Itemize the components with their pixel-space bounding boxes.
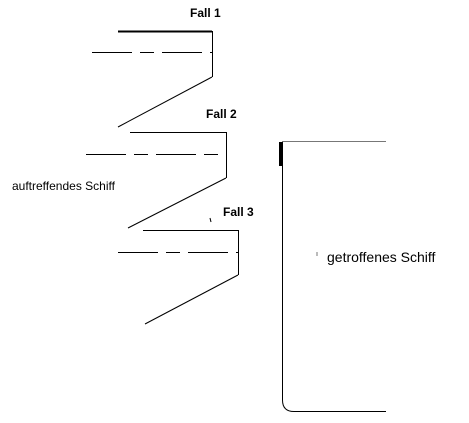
bow-keel-line: [127, 177, 227, 229]
striking-bow-case-3: [118, 217, 239, 325]
striking-bow-case-1: [92, 30, 213, 128]
small-tick-mark: [209, 217, 212, 223]
bow-keel-line: [144, 274, 239, 325]
struck-ship-label: getroffenes Schiff: [327, 249, 436, 265]
bow-keel-line: [117, 76, 213, 128]
case-3-label: Fall 3: [223, 205, 254, 219]
striking-ship-label: auftreffendes Schiff: [12, 179, 116, 193]
case-2-label: Fall 2: [206, 107, 237, 121]
struck-ship-hull: [279, 141, 386, 412]
hull-side-and-bottom: [282, 142, 386, 412]
case-1-label: Fall 1: [190, 6, 221, 20]
striking-bow-case-2: [86, 132, 227, 229]
